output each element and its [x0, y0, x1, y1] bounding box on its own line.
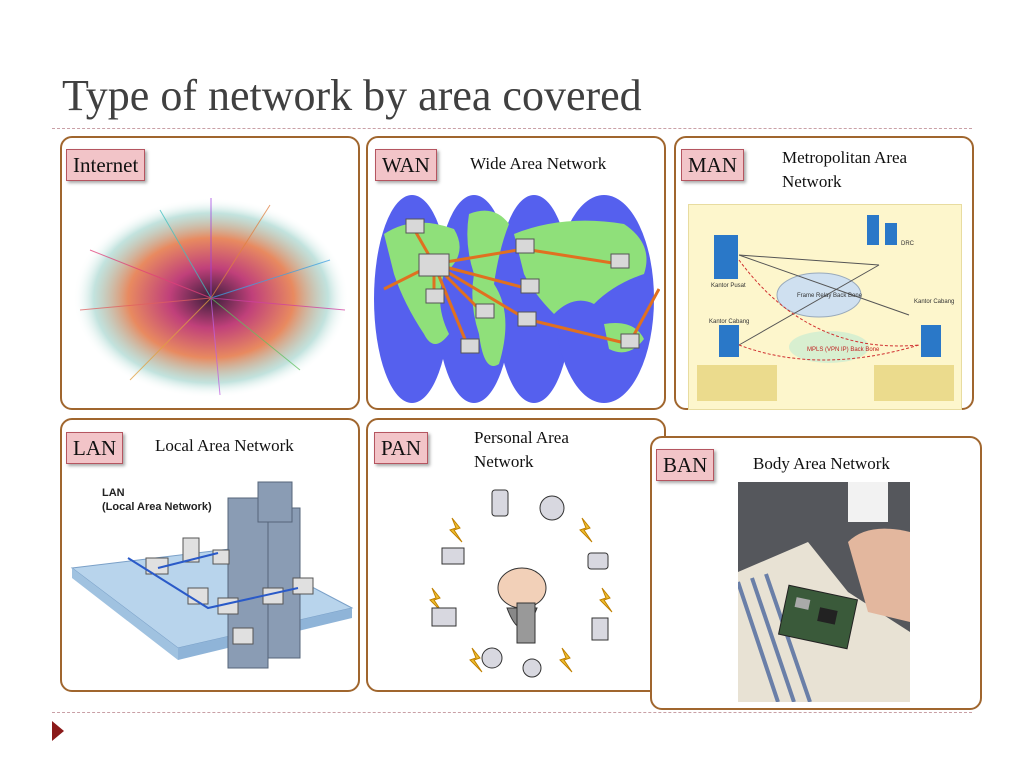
pan-devices-illustration — [412, 478, 626, 688]
man-tag: MAN — [681, 149, 745, 181]
man-label-drc: DRC — [901, 241, 915, 247]
slide-title: Type of network by area covered — [62, 71, 642, 120]
ban-tag: BAN — [656, 449, 715, 481]
wan-description: Wide Area Network — [470, 154, 607, 173]
man-label-mpls: MPLS (VPN IP) Back Bone — [807, 347, 880, 353]
man-label-frame-relay: Frame Relay Back Bone — [797, 293, 863, 299]
man-label-kantor-pusat: Kantor Pusat — [711, 283, 746, 289]
man-label-kantor-cabang: Kantor Cabang — [709, 319, 749, 325]
wan-world-map-image — [374, 194, 660, 404]
bottom-divider — [52, 712, 972, 713]
pan-tag: PAN — [374, 432, 429, 464]
pan-description: Personal Area Network — [474, 428, 569, 471]
ban-sensor-photo — [738, 482, 910, 702]
man-description: Metropolitan Area Network — [782, 148, 908, 191]
lan-diagram-image: LAN (Local Area Network) — [68, 478, 356, 686]
lan-image-caption-1: LAN — [102, 487, 125, 499]
play-bullet-icon — [52, 721, 64, 741]
internet-tag: Internet — [66, 149, 146, 181]
ban-description: Body Area Network — [753, 454, 890, 473]
lan-panel: LAN (Local Area Network) — [60, 418, 360, 692]
internet-panel — [60, 136, 360, 410]
top-divider — [52, 128, 972, 129]
man-panel: Kantor Pusat Kantor Cabang Kantor Cabang… — [674, 136, 974, 410]
lan-description: Local Area Network — [155, 436, 294, 455]
wan-panel — [366, 136, 666, 410]
man-network-diagram-image: Kantor Pusat Kantor Cabang Kantor Cabang… — [688, 204, 962, 410]
internet-map-image — [70, 190, 352, 400]
lan-tag: LAN — [66, 432, 124, 464]
lan-image-caption-2: (Local Area Network) — [102, 501, 212, 513]
man-label-kantor-cabang-right: Kantor Cabang — [914, 299, 954, 305]
wan-tag: WAN — [375, 149, 437, 181]
ban-panel — [650, 436, 982, 710]
